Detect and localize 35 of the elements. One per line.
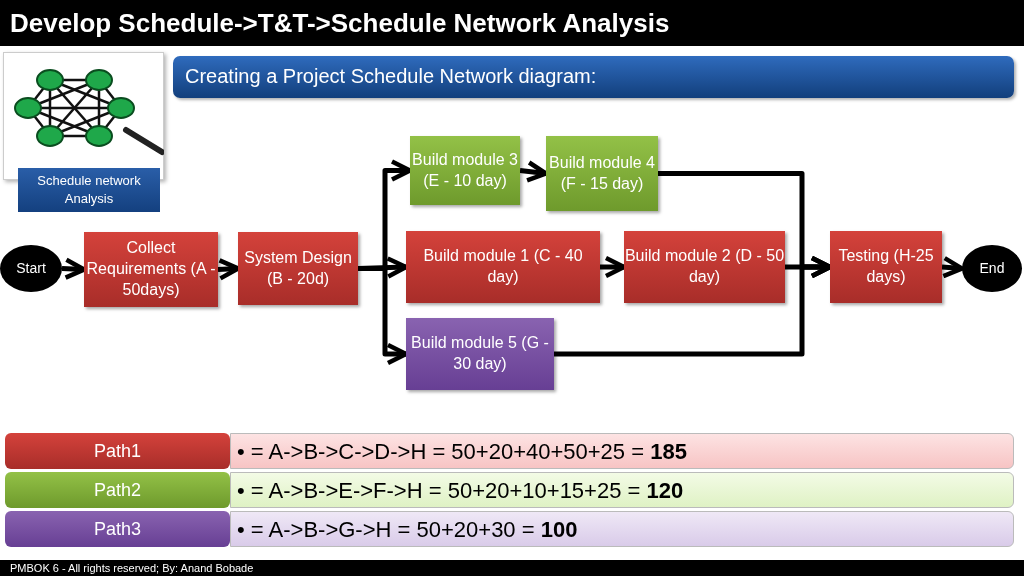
icon-caption: Schedule network Analysis — [18, 168, 160, 212]
task-label: Build module 1 (C - 40 day) — [422, 246, 584, 287]
arrow — [217, 258, 241, 281]
arrow — [358, 266, 409, 366]
task-label: Build module 2 (D - 50 day) — [624, 246, 785, 287]
task-box — [410, 136, 520, 205]
task-label: Collect Requirements (A - 50days) — [85, 238, 217, 300]
path-formula: • = A->B->E->F->H = 50+20+10+15+25 = 120 — [230, 472, 1014, 508]
terminal-ellipse — [0, 245, 62, 292]
arrow — [519, 160, 549, 183]
task-label: End — [979, 259, 1005, 278]
task-label: System Design (B - 20d) — [243, 247, 353, 289]
path-label: Path3 — [5, 511, 230, 547]
task-label: Build module 5 (G - 30 day) — [410, 333, 550, 374]
task-box — [830, 231, 942, 303]
task-label: Build module 3 (E - 10 day) — [411, 149, 519, 191]
task-box — [406, 231, 600, 303]
task-box — [406, 318, 554, 390]
path-formula: • = A->B->G->H = 50+20+30 = 100 — [230, 511, 1014, 547]
subtitle-banner: Creating a Project Schedule Network diagram: — [173, 56, 1014, 98]
arrow — [941, 255, 965, 279]
task-label: Build module 4 (F - 15 day) — [548, 152, 656, 194]
footer-bar: PMBOK 6 - All rights reserved; By: Anand Bobade — [0, 560, 1024, 576]
task-box — [546, 136, 658, 211]
task-label: Start — [16, 259, 46, 278]
task-box — [624, 231, 785, 303]
task-box — [238, 232, 358, 305]
task-box — [84, 232, 218, 307]
task-label: Testing (H-25 days) — [837, 246, 935, 287]
arrow — [600, 255, 627, 279]
title-bar: Develop Schedule->T&T->Schedule Network Analysis — [0, 0, 1024, 46]
path-formula: • = A->B->C->D->H = 50+20+40+50+25 = 185 — [230, 433, 1014, 469]
arrow — [61, 257, 87, 280]
path-label: Path2 — [5, 472, 230, 508]
path-label: Path1 — [5, 433, 230, 469]
